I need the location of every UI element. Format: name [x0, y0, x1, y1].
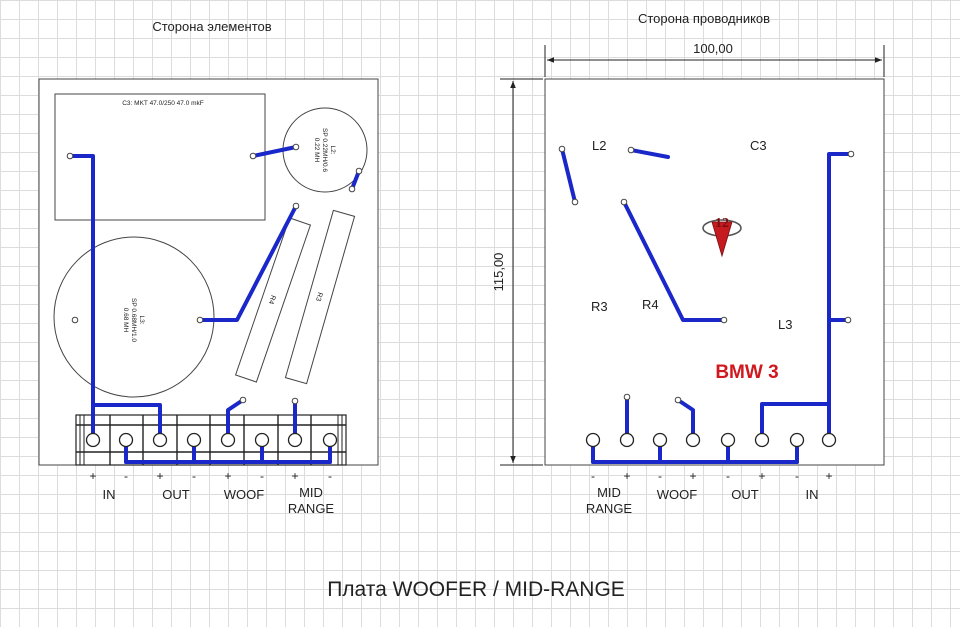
traces-side-heading: Сторона проводников — [638, 11, 770, 26]
brand-label: BMW 3 — [715, 362, 778, 383]
l3-text-group: L3: SP 0.68MH/1.0 0.68 MH — [122, 298, 145, 342]
right-group-woof: WOOF — [657, 487, 697, 502]
l3-label-line2: SP 0.68MH/1.0 — [130, 298, 137, 342]
right-group-labels: MID RANGE WOOF OUT IN — [586, 485, 819, 516]
components-side-board: C3: MKT 47.0/250 47.0 mkF L2: SP 0.22MH/… — [38, 78, 379, 516]
logo-text: 12 — [715, 216, 729, 231]
l2-text-group: L2: SP 0.22MH/0.6 0.22 MH — [313, 128, 336, 172]
right-label-c3: C3 — [750, 138, 767, 153]
right-group-range: RANGE — [586, 501, 633, 516]
width-dimension-label: 100,00 — [693, 41, 733, 56]
right-pads — [558, 145, 855, 404]
right-component-labels: L2 C3 R3 R4 L3 — [591, 138, 792, 332]
left-polarity: + — [89, 469, 96, 483]
l2-label-line3: 0.22 MH — [313, 138, 320, 163]
right-polarity-labels: - + - + - + - + — [591, 469, 833, 483]
height-dimension-label: 115,00 — [491, 253, 506, 292]
right-polarity: + — [758, 469, 765, 483]
logo-mark: 12 — [702, 216, 742, 258]
width-dimension — [544, 45, 885, 77]
l3-label-line3: 0.68 MH — [122, 308, 129, 333]
left-polarity: - — [328, 469, 332, 483]
r4-resistor: R4 — [234, 217, 312, 383]
left-group-woof: WOOF — [224, 487, 264, 502]
right-terminal-screws — [585, 432, 837, 448]
right-polarity: + — [689, 469, 696, 483]
left-polarity: + — [224, 469, 231, 483]
right-polarity: - — [726, 469, 730, 483]
r3-resistor: R3 — [284, 209, 356, 385]
r4-label: R4 — [267, 294, 277, 305]
l3-label-line1: L3: — [138, 315, 145, 324]
right-group-mid: MID — [597, 485, 621, 500]
left-group-labels: IN OUT WOOF MID RANGE — [103, 485, 335, 516]
left-polarity: - — [124, 469, 128, 483]
left-group-range: RANGE — [288, 501, 335, 516]
left-terminal-block — [75, 414, 347, 466]
left-group-mid: MID — [299, 485, 323, 500]
right-label-l2: L2 — [592, 138, 606, 153]
board-title: Плата WOOFER / MID-RANGE — [327, 578, 625, 601]
r3-label: R3 — [314, 291, 323, 302]
right-polarity: + — [825, 469, 832, 483]
left-pads — [66, 143, 363, 405]
left-polarity: - — [192, 469, 196, 483]
right-polarity: + — [623, 469, 630, 483]
l2-label-line1: L2: — [329, 145, 336, 154]
left-polarity: + — [291, 469, 298, 483]
right-polarity: - — [658, 469, 662, 483]
right-polarity: - — [795, 469, 799, 483]
left-polarity: - — [260, 469, 264, 483]
right-board-outline — [544, 78, 885, 466]
left-terminal-screws — [85, 432, 338, 448]
right-group-out: OUT — [731, 487, 759, 502]
components-side-heading: Сторона элементов — [152, 19, 271, 34]
left-group-in: IN — [103, 487, 116, 502]
right-label-r4: R4 — [642, 297, 659, 312]
right-label-r3: R3 — [591, 299, 608, 314]
c3-label: C3: MKT 47.0/250 47.0 mkF — [122, 100, 204, 107]
traces-side-board: 100,00 115,00 — [491, 41, 885, 516]
left-polarity: + — [156, 469, 163, 483]
l2-label-line2: SP 0.22MH/0.6 — [321, 128, 328, 172]
right-group-in: IN — [806, 487, 819, 502]
right-polarity: - — [591, 469, 595, 483]
left-polarity-labels: + - + - + - + - — [89, 469, 332, 483]
left-group-out: OUT — [162, 487, 190, 502]
right-label-l3: L3 — [778, 317, 792, 332]
height-dimension — [500, 78, 543, 466]
